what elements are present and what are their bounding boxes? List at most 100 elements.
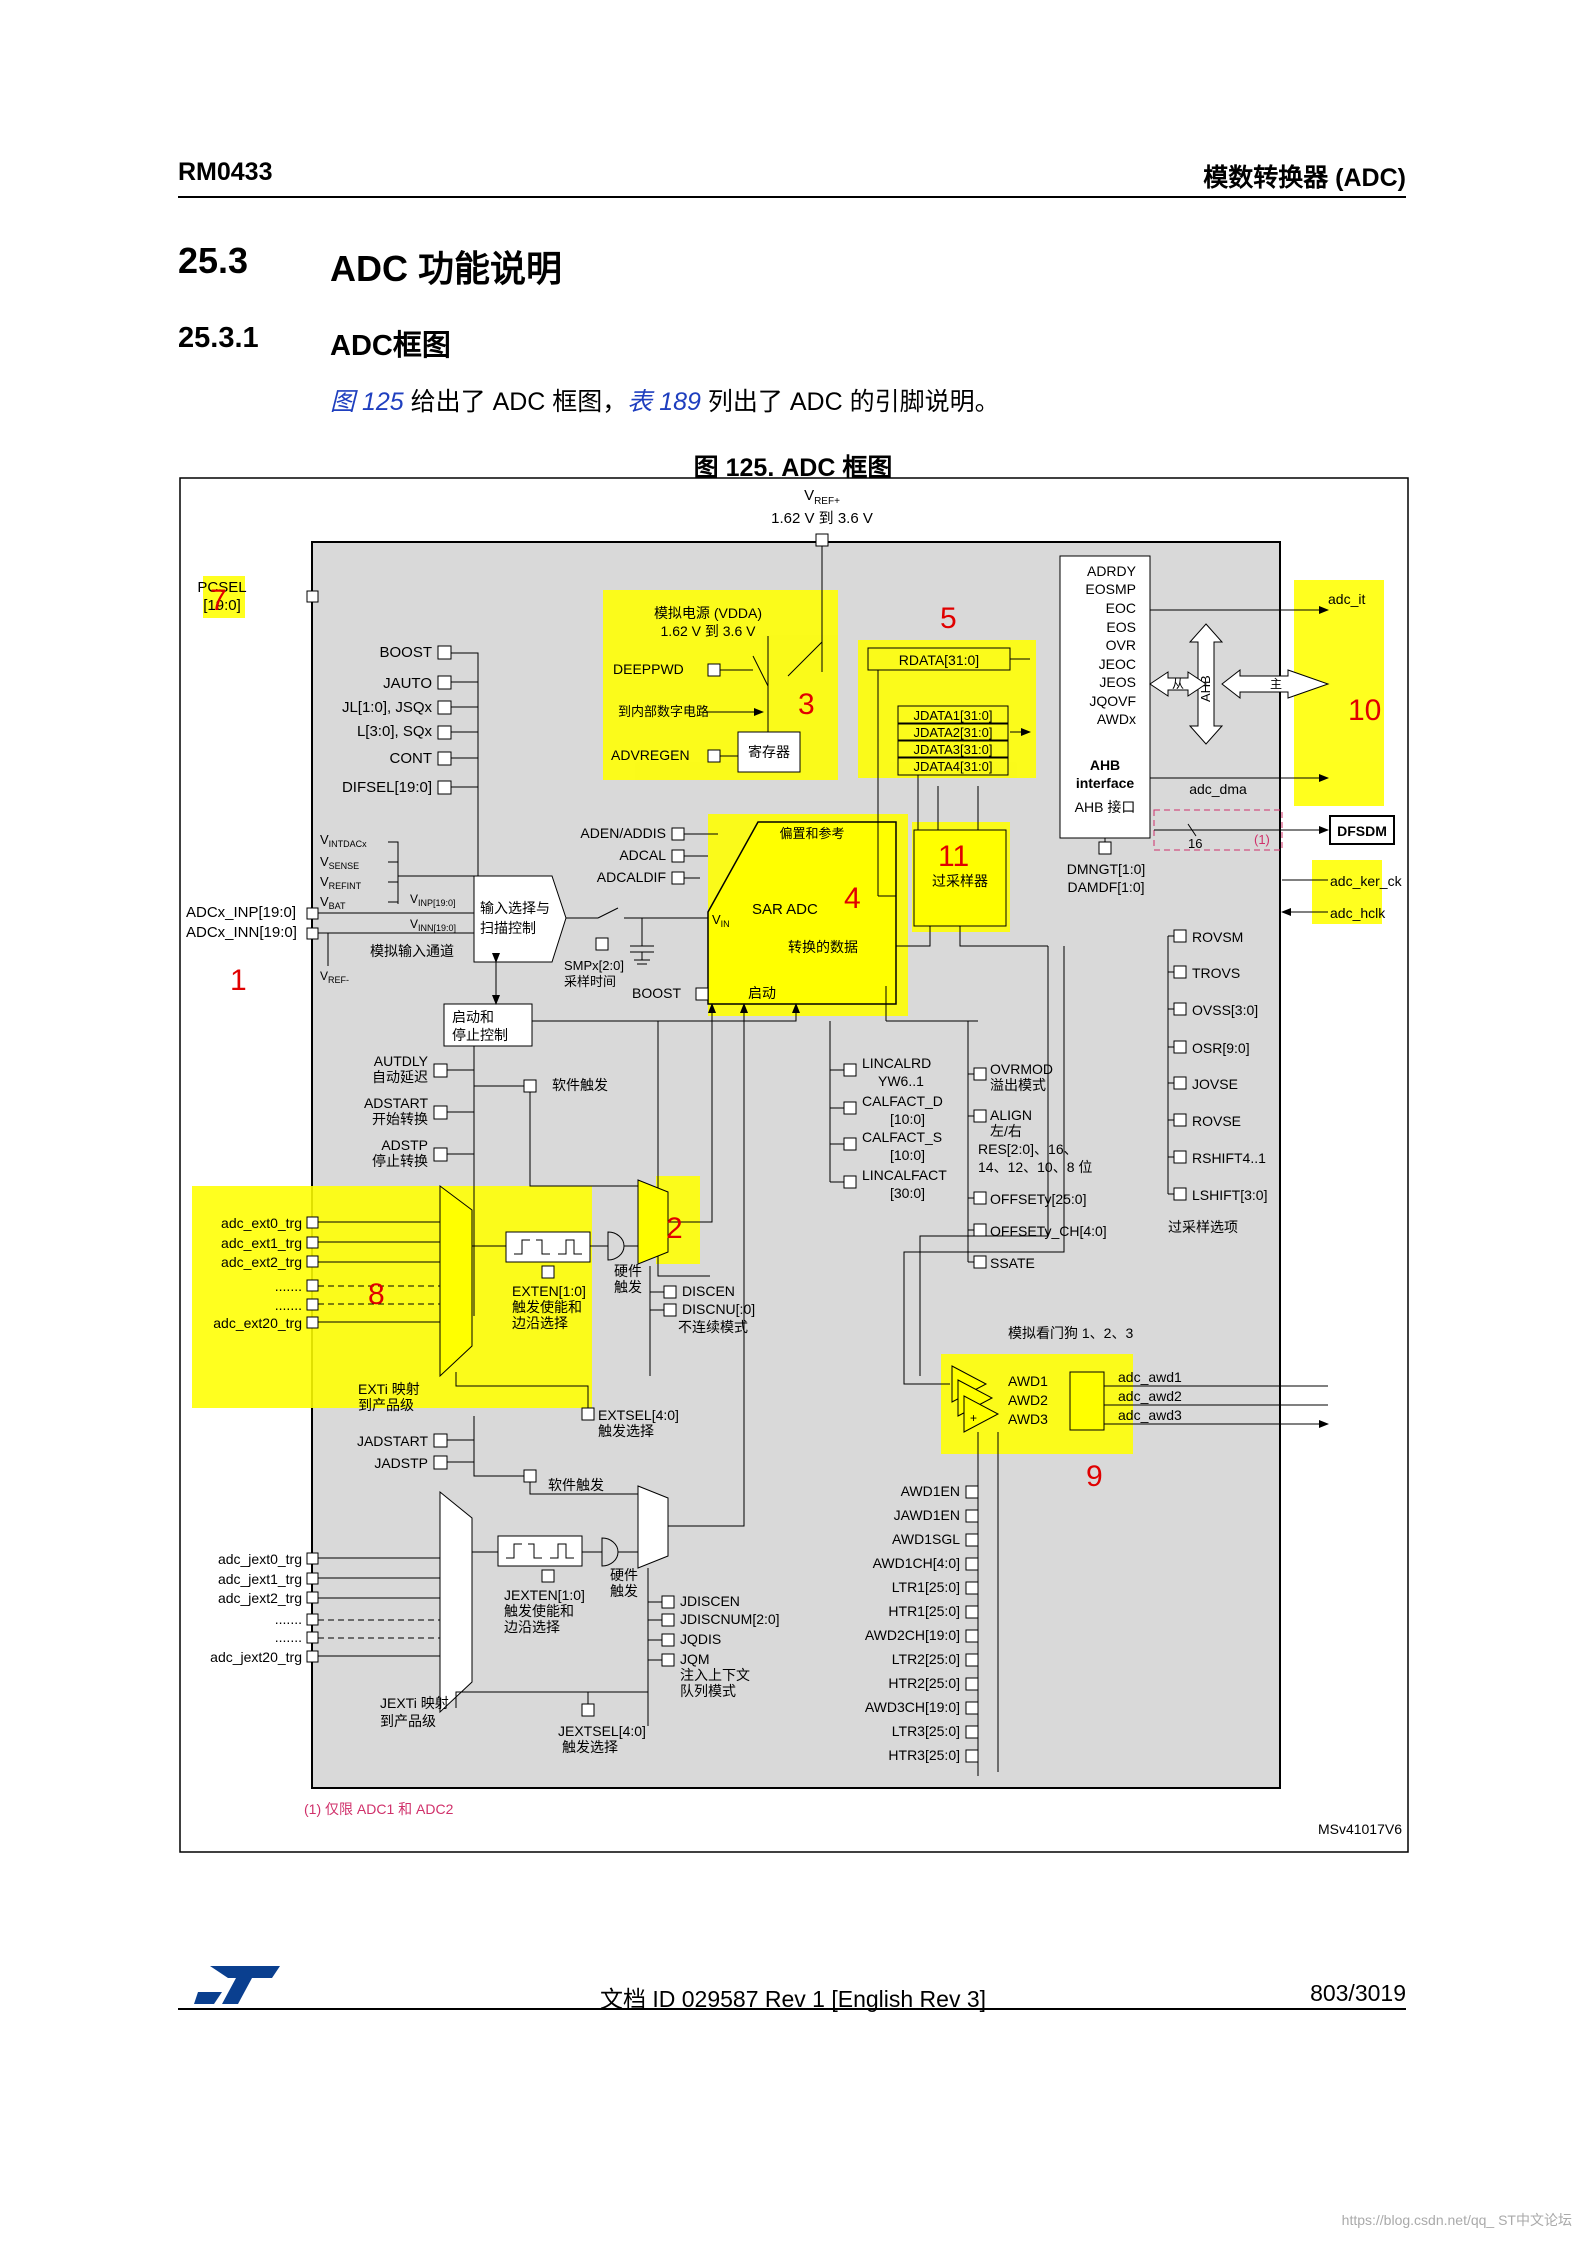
svg-text:JQM: JQM [680,1651,710,1667]
jexten-desc-1: 触发使能和 [504,1603,574,1619]
input-select-block [473,875,567,963]
svg-text:寄存器: 寄存器 [748,744,790,760]
st-logo-mark [194,1966,280,2004]
adc-block-diagram: VREF+ 1.62 V 到 3.6 V PCSEL [19:0] BOOST … [179,477,1409,1853]
svg-text:JAUTO: JAUTO [383,675,432,692]
svg-text:1.62 V 到 3.6 V: 1.62 V 到 3.6 V [661,623,757,639]
svg-text:10: 10 [1348,694,1381,727]
svg-text:JAWD1EN: JAWD1EN [894,1507,960,1523]
svg-text:ALIGN: ALIGN [990,1107,1032,1123]
svg-text:ADSTART: ADSTART [364,1095,428,1111]
pcsel-label: PCSEL [197,579,246,596]
svg-text:AWD2: AWD2 [1008,1392,1048,1408]
svg-text:JEOS: JEOS [1099,674,1136,690]
svg-text:AWDx: AWDx [1097,711,1136,727]
svg-text:过采样选项: 过采样选项 [1168,1219,1238,1235]
jdiscen-bits: JDISCEN JDISCNUM[2:0] JQDIS JQM 注入上下文队列模… [647,1568,780,1726]
section-heading: 25.3 ADC 功能说明 [178,240,562,289]
header-rule [178,196,1406,198]
svg-text:TROVS: TROVS [1192,965,1240,981]
svg-text:OVSS[3:0]: OVSS[3:0] [1192,1002,1258,1018]
jexti-map-label-2: 到产品级 [380,1713,436,1729]
svg-text:[10:0]: [10:0] [890,1111,925,1127]
svg-text:AHB: AHB [1090,757,1120,773]
svg-text:AWD3CH[19:0]: AWD3CH[19:0] [865,1699,960,1715]
watermark: https://blog.csdn.net/qq_ ST中文论坛 [1341,2212,1572,2228]
ext-trigger-mux [439,1185,473,1378]
svg-text:VSENSE: VSENSE [320,854,359,871]
region-numbers: 1 2 3 4 5 6 7 8 9 10 11 [210,584,1381,1493]
svg-text:YW6..1: YW6..1 [878,1073,924,1089]
awd-outputs: AWD1 AWD2 AWD3 adc_awd1 adc_awd2 adc_awd… [1008,1369,1328,1427]
svg-text:RES[2:0]、16、: RES[2:0]、16、 [978,1141,1078,1157]
svg-text:adc_jext0_trg: adc_jext0_trg [218,1551,302,1567]
svg-text:14、12、10、8 位: 14、12、10、8 位 [978,1159,1092,1175]
svg-text:.......: ....... [275,1629,302,1645]
svg-text:DEEPPWD: DEEPPWD [613,661,684,677]
sar-adc-block [707,821,897,1005]
footer-page-number: 803/3019 [1310,1980,1406,2006]
adc-hclk-label: adc_hclk [1330,905,1386,921]
svg-text:VIN: VIN [712,912,730,929]
svg-text:ADSTP: ADSTP [381,1137,428,1153]
figure-link[interactable]: 图 125 [330,388,404,416]
svg-text:5: 5 [940,602,957,635]
svg-text:JDATA2[31:0]: JDATA2[31:0] [914,725,993,740]
svg-text:adc_awd1: adc_awd1 [1118,1369,1182,1385]
dmngt-label: DMNGT[1:0] [1067,861,1146,877]
jext-trigger-inputs: adc_jext0_trg adc_jext1_trg adc_jext2_tr… [210,1551,440,1665]
svg-text:HTR1[25:0]: HTR1[25:0] [888,1603,960,1619]
svg-text:LINCALFACT: LINCALFACT [862,1167,947,1183]
vinp-label: VINP[19:0] [410,892,456,908]
svg-text:JQOVF: JQOVF [1089,693,1136,709]
svg-text:JQDIS: JQDIS [680,1631,721,1647]
svg-text:溢出模式: 溢出模式 [990,1077,1046,1093]
svg-text:模拟电源 (VDDA): 模拟电源 (VDDA) [654,605,762,621]
svg-text:ROVSM: ROVSM [1192,929,1243,945]
svg-text:adc_ext0_trg: adc_ext0_trg [221,1215,302,1231]
svg-text:LSHIFT[3:0]: LSHIFT[3:0] [1192,1187,1267,1203]
jextsel-desc: 触发选择 [562,1739,618,1755]
svg-text:adc_jext2_trg: adc_jext2_trg [218,1590,302,1606]
svg-text:3: 3 [798,688,815,721]
vinn-label: VINN[19:0] [410,917,456,933]
table-link[interactable]: 表 189 [627,388,701,416]
analog-power-block: 模拟电源 (VDDA) 1.62 V 到 3.6 V DEEPPWD 到内部数字… [611,605,823,773]
svg-text:启动: 启动 [748,985,776,1001]
bus-width-16: 16 [1188,836,1202,851]
jedge-select-block [497,1535,583,1567]
svg-text:11: 11 [938,840,969,873]
header-doc-id: RM0433 [178,158,273,186]
svg-text:9: 9 [1086,1460,1103,1493]
svg-text:JDATA1[31:0]: JDATA1[31:0] [914,708,993,723]
svg-text:ADVREGEN: ADVREGEN [611,747,690,763]
inn-pin-label: ADCx_INN[19:0] [186,924,297,941]
sw-trigger-label: 软件触发 [552,1077,608,1093]
subsection-title: ADC框图 [330,330,451,362]
figure-note: (1) 仅限 ADC1 和 ADC2 [304,1801,454,1817]
svg-text:.......: ....... [275,1611,302,1627]
oversample-options: ROVSM TROVS OVSS[3:0] OSR[9:0] JOVSE ROV… [1167,929,1267,1235]
config-bits: BOOST JAUTO JL[1:0], JSQx L[3:0], SQx CO… [342,644,479,876]
hl-clocks [1312,860,1382,924]
svg-text:HTR3[25:0]: HTR3[25:0] [888,1747,960,1763]
svg-text:EOC: EOC [1106,600,1136,616]
hw-trigger-label: 硬件 [614,1263,642,1279]
svg-text:interface: interface [1076,775,1135,791]
svg-text:VBAT: VBAT [320,894,346,911]
ahb-flags: ADRDY EOSMP EOC EOS OVR JEOC JEOS JQOVF … [1085,563,1136,727]
svg-text:VREFINT: VREFINT [320,874,362,891]
svg-text:到内部数字电路: 到内部数字电路 [618,704,709,719]
svg-text:RSHIFT4..1: RSHIFT4..1 [1192,1150,1266,1166]
svg-text:转换的数据: 转换的数据 [788,939,858,955]
edge-select-block [505,1231,591,1263]
discontinuous-label: 不连续模式 [678,1319,748,1335]
svg-text:RDATA[31:0]: RDATA[31:0] [899,652,979,668]
hl-pcsel [203,576,245,618]
svg-text:adc_ext20_trg: adc_ext20_trg [213,1315,302,1331]
footer-rule [178,2008,1406,2010]
master-arrow [1221,668,1330,700]
subsection-number: 25.3.1 [178,322,259,354]
